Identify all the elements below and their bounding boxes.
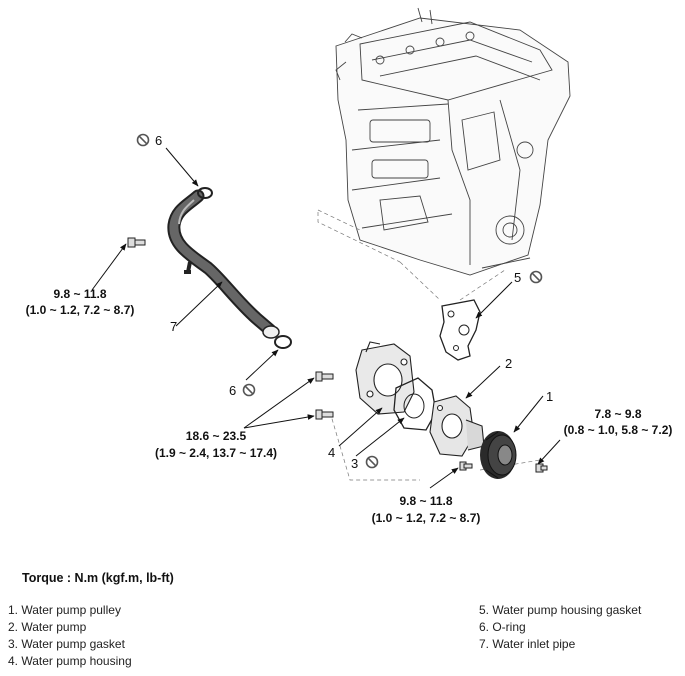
torque-units-title: Torque : N.m (kgf.m, lb-ft): [22, 571, 174, 585]
torque-pump-alt: (1.0 ~ 1.2, 7.2 ~ 8.7): [372, 511, 481, 525]
torque-housing-nm: 18.6 ~ 23.5: [186, 429, 247, 443]
engine-block-illustration: [335, 7, 571, 276]
no-reuse-icon-6-upper: [136, 133, 150, 147]
torque-pulley-alt: (0.8 ~ 1.0, 5.8 ~ 7.2): [564, 423, 673, 437]
legend-item-7: 7. Water inlet pipe: [479, 637, 576, 651]
housing-bolts: [315, 371, 334, 420]
torque-housing-alt: (1.9 ~ 2.4, 13.7 ~ 17.4): [155, 446, 277, 460]
no-reuse-icon-3: [365, 455, 379, 469]
no-reuse-icon-6-lower: [242, 383, 256, 397]
callout-4: 4: [328, 445, 335, 460]
legend-list-left: 1. Water pump pulley 2. Water pump 3. Wa…: [8, 602, 132, 670]
legend-item-4: 4. Water pump housing: [8, 654, 132, 668]
water-inlet-pipe: [167, 189, 280, 339]
legend-item-3: 3. Water pump gasket: [8, 637, 125, 651]
torque-inlet-pipe-alt: (1.0 ~ 1.2, 7.2 ~ 8.7): [26, 303, 135, 317]
callout-3: 3: [351, 456, 358, 471]
no-reuse-icon-5: [529, 270, 543, 284]
pulley-bolt: [535, 463, 548, 473]
callout-2: 2: [505, 356, 512, 371]
torque-pump-nm: 9.8 ~ 11.8: [399, 494, 452, 508]
o-ring-upper: [197, 187, 213, 199]
callout-6-upper: 6: [155, 133, 162, 148]
o-ring-lower: [274, 335, 292, 349]
legend-list-right: 5. Water pump housing gasket 6. O-ring 7…: [479, 602, 641, 653]
callout-6-lower: 6: [229, 383, 236, 398]
legend-item-5: 5. Water pump housing gasket: [479, 603, 642, 617]
pump-bolt: [459, 461, 473, 471]
water-pump: [429, 395, 485, 457]
water-pump-housing-gasket: [439, 299, 481, 361]
callout-5: 5: [514, 270, 521, 285]
water-pump-housing: [355, 341, 415, 415]
torque-pulley-nm: 7.8 ~ 9.8: [594, 407, 641, 421]
torque-inlet-pipe-nm: 9.8 ~ 11.8: [53, 287, 106, 301]
exploded-view-diagram: 6 6 7 5 2 1 4 3 9.8 ~ 11.8 (1.0 ~ 1.2, 7…: [26, 7, 673, 525]
legend-item-6: 6. O-ring: [479, 620, 526, 634]
legend-item-2: 2. Water pump: [8, 620, 87, 634]
water-pump-pulley: [480, 431, 517, 479]
leader-lines: [91, 147, 561, 489]
callout-7: 7: [170, 319, 177, 334]
inlet-pipe-bolt: [127, 237, 146, 248]
callout-1: 1: [546, 389, 553, 404]
legend-item-1: 1. Water pump pulley: [8, 603, 121, 617]
